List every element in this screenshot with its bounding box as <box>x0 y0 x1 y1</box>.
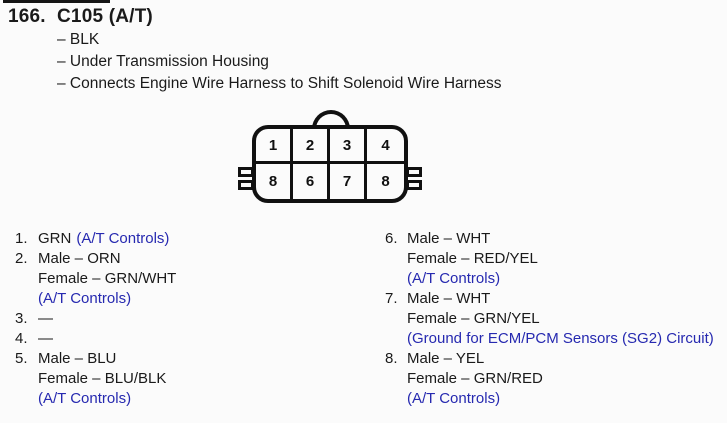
pin-number: 3. <box>15 310 28 327</box>
pin-item-5: 5. Male – BLU Female – BLU/BLK (A/T Cont… <box>15 349 176 409</box>
pin-wire: GRN(A/T Controls) <box>38 230 170 247</box>
pin-cavity-6: 6 <box>293 164 330 199</box>
pin-wire-female: Female – GRN/RED <box>407 370 543 387</box>
connector-side-tab-icon <box>406 180 422 190</box>
page-title: C105 (A/T) <box>57 6 153 27</box>
pin-cavity-2: 2 <box>293 129 330 164</box>
pin-list-left: 1. GRN(A/T Controls) 2. Male – ORN Femal… <box>15 229 176 409</box>
pin-cavity-5: 8 <box>256 164 293 199</box>
pin-wire-male: Male – WHT <box>407 290 491 307</box>
pin-item-6: 6. Male – WHT Female – RED/YEL (A/T Cont… <box>385 229 714 289</box>
pin-number: 4. <box>15 330 28 347</box>
pin-item-3: 3. — <box>15 309 176 329</box>
pin-wire-male: Male – WHT <box>407 230 491 247</box>
pin-wire-female: Female – GRN/WHT <box>38 270 177 287</box>
pin-list-right: 6. Male – WHT Female – RED/YEL (A/T Cont… <box>385 229 714 409</box>
pin-cavity-1: 1 <box>256 129 293 164</box>
pin-wire-male: Male – BLU <box>38 350 117 367</box>
pin-number: 6. <box>385 230 398 247</box>
circuit-link[interactable]: (A/T Controls) <box>38 390 132 407</box>
pin-number: 1. <box>15 230 28 247</box>
detail-function: – Connects Engine Wire Harness to Shift … <box>57 75 502 92</box>
pin-item-2: 2. Male – ORN Female – GRN/WHT (A/T Cont… <box>15 249 176 309</box>
pin-wire-female: Female – BLU/BLK <box>38 370 167 387</box>
pin-wire-female: Female – GRN/YEL <box>407 310 540 327</box>
circuit-link[interactable]: (A/T Controls) <box>76 230 170 247</box>
circuit-link[interactable]: (A/T Controls) <box>38 290 132 307</box>
circuit-link[interactable]: (Ground for ECM/PCM Sensors (SG2) Circui… <box>407 330 714 347</box>
pin-cavity-4: 4 <box>367 129 404 164</box>
pin-cavity-7: 7 <box>330 164 367 199</box>
circuit-link[interactable]: (A/T Controls) <box>407 390 501 407</box>
circuit-link[interactable]: (A/T Controls) <box>407 270 501 287</box>
scan-artifact-bar <box>3 0 110 3</box>
pin-item-4: 4. — <box>15 329 176 349</box>
detail-location: – Under Transmission Housing <box>57 53 269 70</box>
pin-wire: — <box>38 310 53 327</box>
pin-item-1: 1. GRN(A/T Controls) <box>15 229 176 249</box>
pin-wire-female: Female – RED/YEL <box>407 250 538 267</box>
pin-number: 5. <box>15 350 28 367</box>
connector-body: 1 2 3 4 8 6 7 8 <box>252 125 408 203</box>
pin-wire-male: Male – YEL <box>407 350 485 367</box>
pin-wire: — <box>38 330 53 347</box>
pin-item-8: 8. Male – YEL Female – GRN/RED (A/T Cont… <box>385 349 714 409</box>
pin-wire-male: Male – ORN <box>38 250 121 267</box>
connector-diagram: 1 2 3 4 8 6 7 8 <box>228 106 438 218</box>
pin-number: 2. <box>15 250 28 267</box>
pin-item-7: 7. Male – WHT Female – GRN/YEL (Ground f… <box>385 289 714 349</box>
connector-side-tab-icon <box>406 167 422 177</box>
detail-wire-color: – BLK <box>57 31 100 48</box>
pin-number: 7. <box>385 290 398 307</box>
pin-cavity-8: 8 <box>381 173 390 190</box>
heading-number: 166. <box>8 6 46 27</box>
connector-heading: 166. C105 (A/T) <box>8 6 153 28</box>
connector-details: – BLK – Under Transmission Housing – Con… <box>57 29 502 95</box>
pin-cavity-3: 3 <box>330 129 367 164</box>
pin-number: 8. <box>385 350 398 367</box>
